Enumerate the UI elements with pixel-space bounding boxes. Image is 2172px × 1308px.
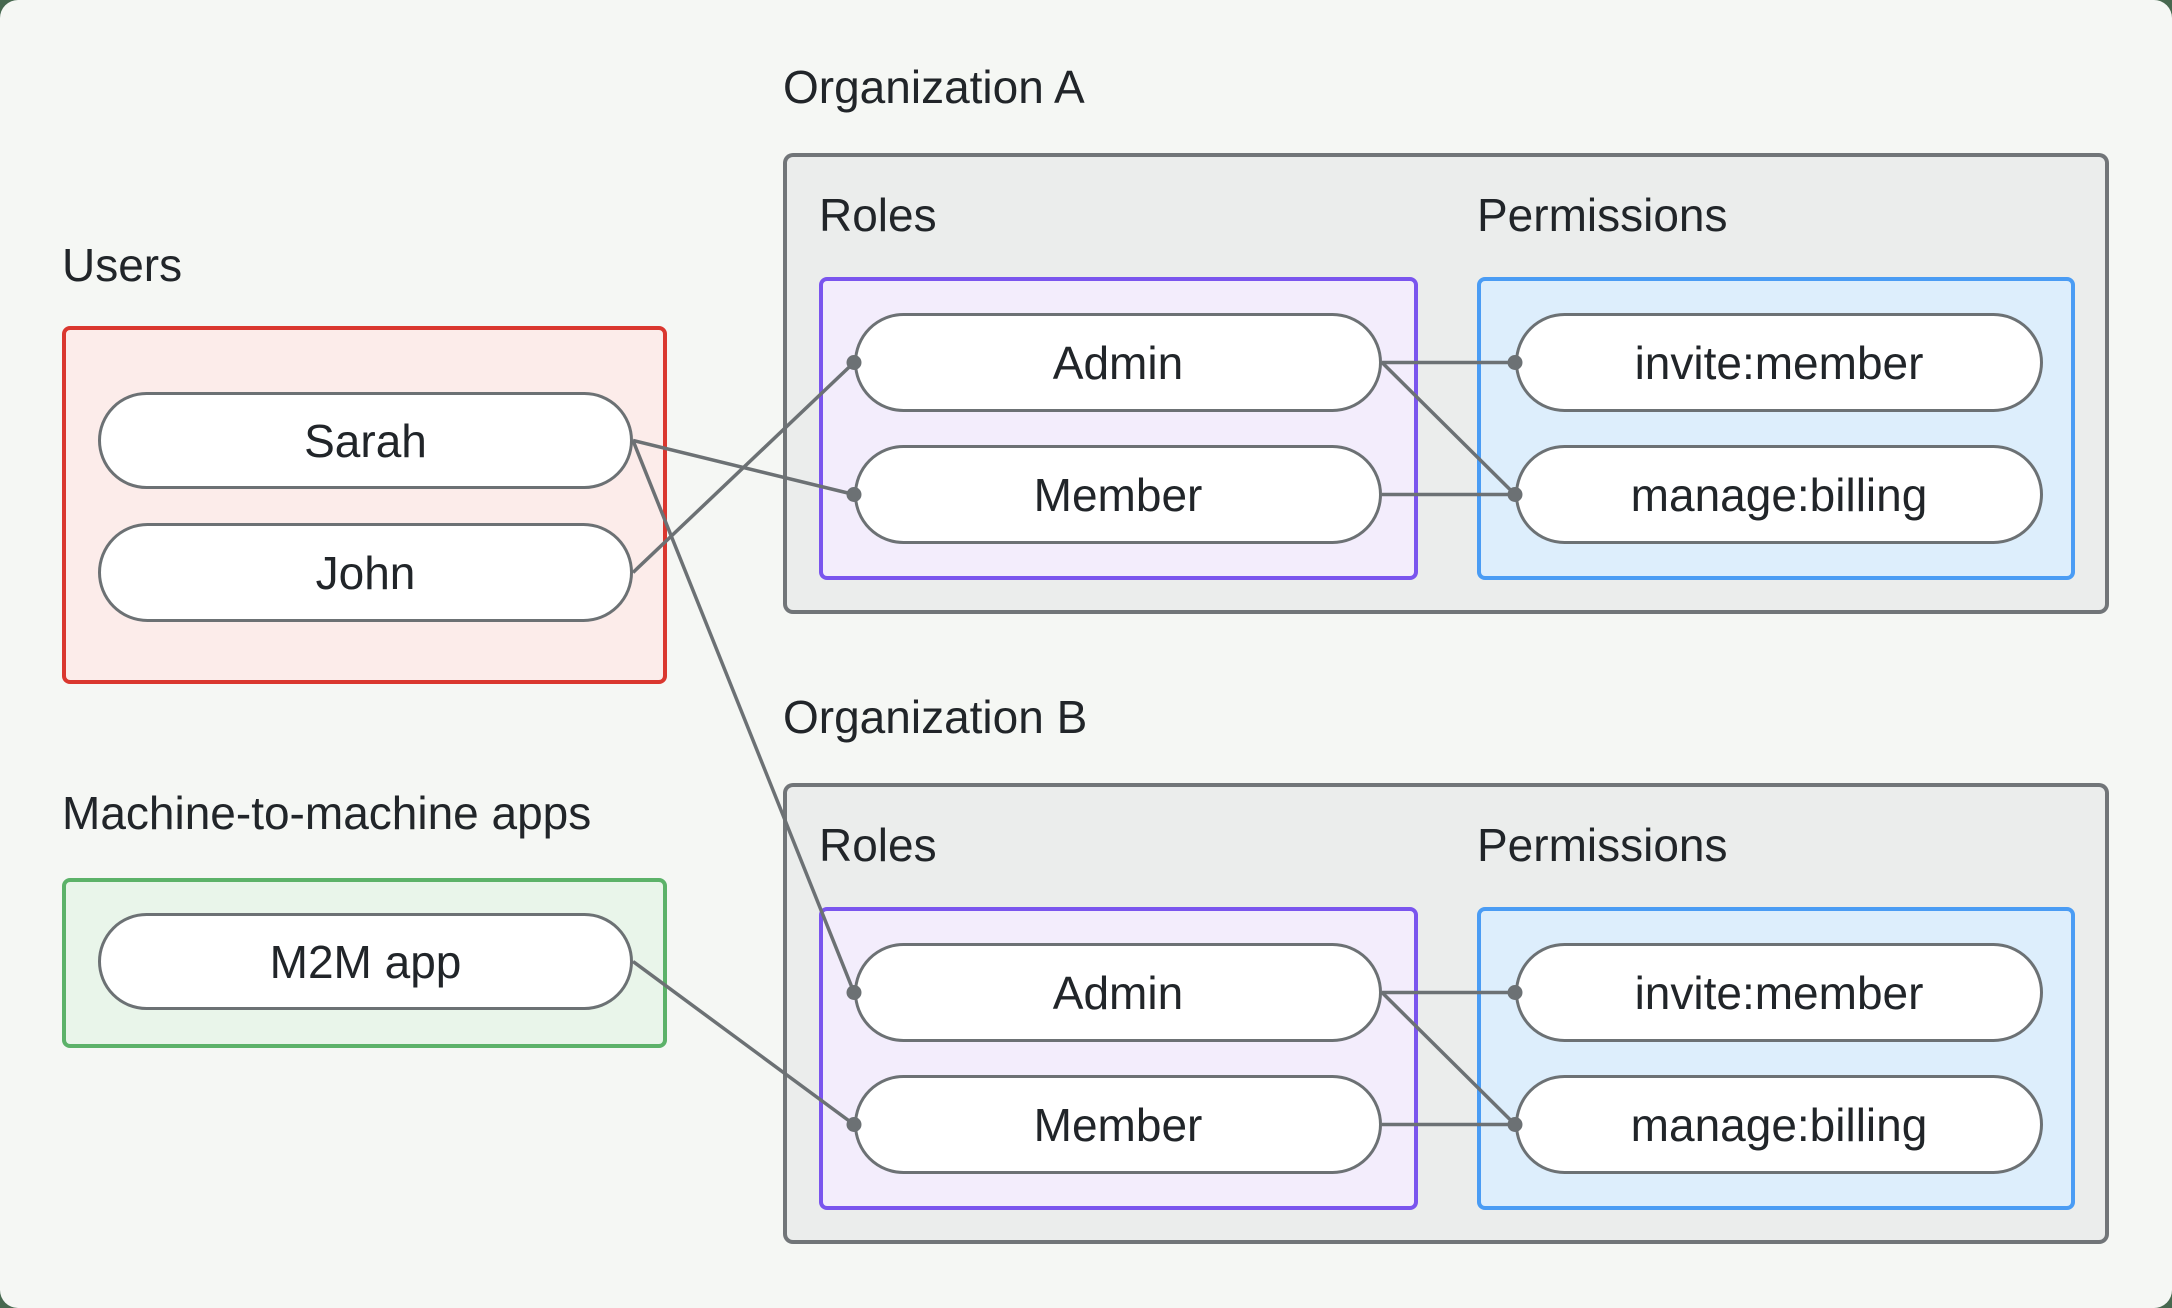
user-node-john: John	[98, 523, 633, 622]
user-node-label: John	[315, 546, 416, 599]
org-a-permission-manage-billing: manage:billing	[1515, 445, 2043, 544]
org-b-role-admin: Admin	[854, 943, 1382, 1042]
org-b-permissions-label: Permissions	[1477, 819, 1728, 871]
org-a-permission-invite-member: invite:member	[1515, 313, 2043, 412]
permission-node-label: manage:billing	[1630, 1098, 1928, 1151]
m2m-group-label: Machine-to-machine apps	[62, 787, 592, 839]
role-node-label: Member	[1033, 468, 1203, 521]
permission-node-label: invite:member	[1634, 966, 1924, 1019]
org-a-permissions-label: Permissions	[1477, 189, 1728, 241]
role-node-label: Member	[1033, 1098, 1203, 1151]
users-group-label: Users	[62, 239, 183, 291]
org-a-role-member: Member	[854, 445, 1382, 544]
org-a-box: Roles Permissions Admin Member invite:me…	[783, 153, 2109, 614]
role-node-label: Admin	[1052, 336, 1184, 389]
m2m-app-node: M2M app	[98, 913, 633, 1010]
org-a-role-admin: Admin	[854, 313, 1382, 412]
org-b-box: Roles Permissions Admin Member invite:me…	[783, 783, 2109, 1244]
m2m-group-box: M2M app	[62, 878, 667, 1048]
user-node-label: Sarah	[304, 414, 427, 467]
org-a-title: Organization A	[783, 61, 1085, 113]
permission-node-label: invite:member	[1634, 336, 1924, 389]
users-group-box: Sarah John	[62, 326, 667, 684]
role-node-label: Admin	[1052, 966, 1184, 1019]
org-b-permission-invite-member: invite:member	[1515, 943, 2043, 1042]
org-b-role-member: Member	[854, 1075, 1382, 1174]
permission-node-label: manage:billing	[1630, 468, 1928, 521]
m2m-node-label: M2M app	[269, 935, 462, 988]
user-node-sarah: Sarah	[98, 392, 633, 489]
org-a-roles-label: Roles	[819, 189, 937, 241]
org-b-permission-manage-billing: manage:billing	[1515, 1075, 2043, 1174]
org-b-title: Organization B	[783, 691, 1088, 743]
org-b-roles-label: Roles	[819, 819, 937, 871]
